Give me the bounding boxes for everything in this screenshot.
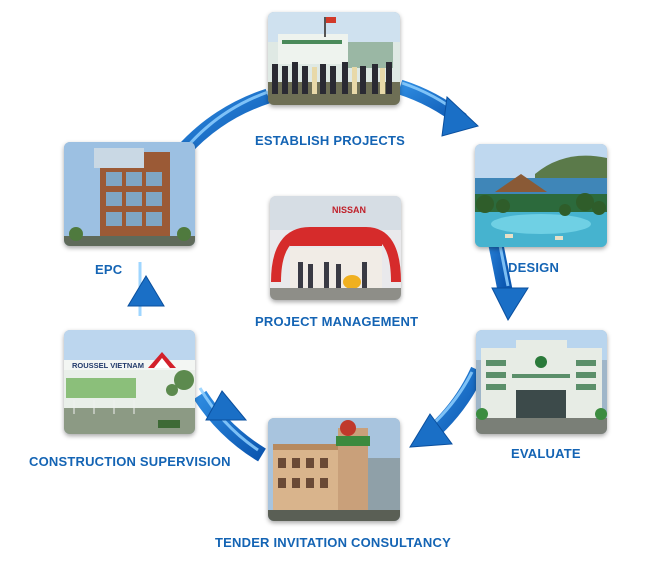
arrow-head-to-design: [441, 95, 479, 137]
evaluate-label: EVALUATE: [511, 446, 581, 461]
arrow-head-to-tender: [409, 413, 453, 448]
arrow-head-to-epc: [127, 275, 165, 307]
design-label: DESIGN: [508, 260, 560, 275]
arrow-head-to-evaluate: [491, 287, 529, 322]
epc-label: EPC: [95, 262, 123, 277]
design-photo: [475, 144, 607, 247]
factory-sign-text: ROUSSEL VIETNAM: [72, 361, 144, 370]
project-management-photo: NISSAN: [270, 196, 401, 300]
establish-projects-photo: [268, 12, 400, 105]
ring-segment-bottom-left: [193, 390, 266, 462]
epc-photo: [64, 142, 195, 246]
construction-supervision-label: CONSTRUCTION SUPERVISION: [29, 454, 231, 469]
arrow-head-to-construction: [205, 390, 248, 421]
construction-supervision-photo: ROUSSEL VIETNAM: [64, 330, 195, 434]
center-sign-text: NISSAN: [332, 205, 366, 215]
ring-segment-bottom-right: [429, 366, 485, 436]
tender-invitation-photo: [268, 418, 400, 521]
project-management-label: PROJECT MANAGEMENT: [255, 314, 419, 329]
tender-invitation-label: TENDER INVITATION CONSULTANCY: [215, 535, 451, 550]
evaluate-photo: [476, 330, 607, 434]
establish-projects-label: ESTABLISH PROJECTS: [255, 133, 405, 148]
